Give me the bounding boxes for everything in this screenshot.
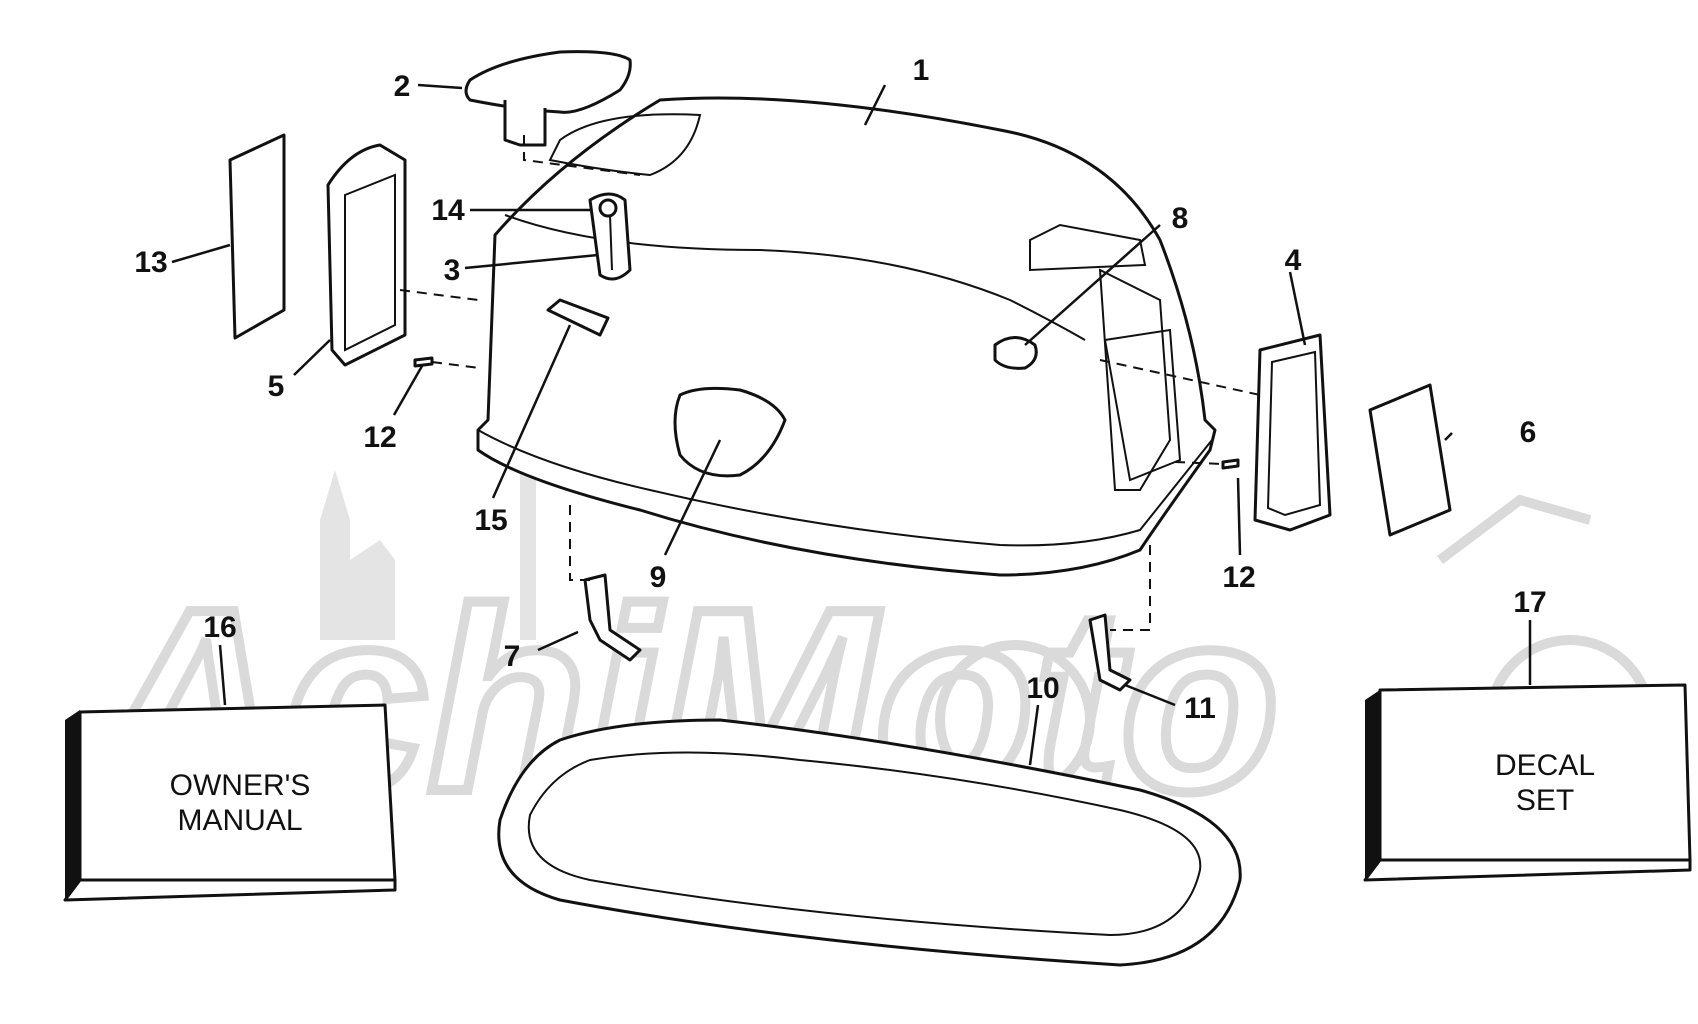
vent-plate-part-6	[1368, 383, 1452, 537]
decal-set-line2: SET	[1516, 784, 1574, 817]
callout-8: 8	[1172, 202, 1189, 235]
assembly-lines	[399, 135, 1261, 631]
owners-manual-line1: OWNER'S	[170, 769, 311, 802]
latch-part-3-14	[588, 192, 632, 281]
owners-manual-part-16: OWNER'S MANUAL	[63, 703, 397, 902]
callout-4: 4	[1285, 244, 1302, 277]
engine-cover-part-1	[476, 96, 1217, 577]
decal-set-part-17: DECAL SET	[1363, 683, 1692, 882]
callout-17: 17	[1513, 586, 1546, 619]
owners-manual-line2: MANUAL	[177, 804, 302, 837]
callout-16: 16	[203, 611, 236, 644]
callout-5: 5	[268, 370, 285, 403]
callout-15: 15	[474, 504, 507, 537]
callout-6: 6	[1520, 416, 1537, 449]
cap-part-2	[464, 50, 632, 147]
callout-12-left: 12	[363, 421, 396, 454]
bracket-part-7	[583, 573, 642, 662]
seal-ring-part-10	[497, 718, 1242, 967]
seal-plate-part-13	[228, 133, 286, 340]
leader-lines	[171, 83, 1532, 766]
latch-bracket-part-15	[546, 298, 610, 337]
callout-3: 3	[444, 254, 461, 287]
callout-1: 1	[913, 54, 930, 87]
vent-frame-part-4	[1253, 333, 1332, 532]
screw-part-12-right	[1221, 458, 1240, 470]
callout-2: 2	[394, 70, 411, 103]
callout-7: 7	[504, 640, 521, 673]
callout-13: 13	[134, 246, 167, 279]
foam-part-9	[673, 386, 787, 478]
frame-part-5	[326, 143, 407, 367]
callout-14: 14	[431, 194, 465, 227]
callout-labels: 1 2 3 4 5 6 7 8 9 10 11 12 12 13 14 15 1…	[134, 54, 1546, 725]
callout-10: 10	[1026, 672, 1059, 705]
callout-9: 9	[650, 561, 667, 594]
bracket-part-11	[1088, 613, 1132, 692]
callout-12-right: 12	[1222, 561, 1255, 594]
screw-part-12-left	[413, 356, 434, 368]
callout-11: 11	[1184, 692, 1216, 725]
decal-set-line1: DECAL	[1495, 749, 1595, 782]
